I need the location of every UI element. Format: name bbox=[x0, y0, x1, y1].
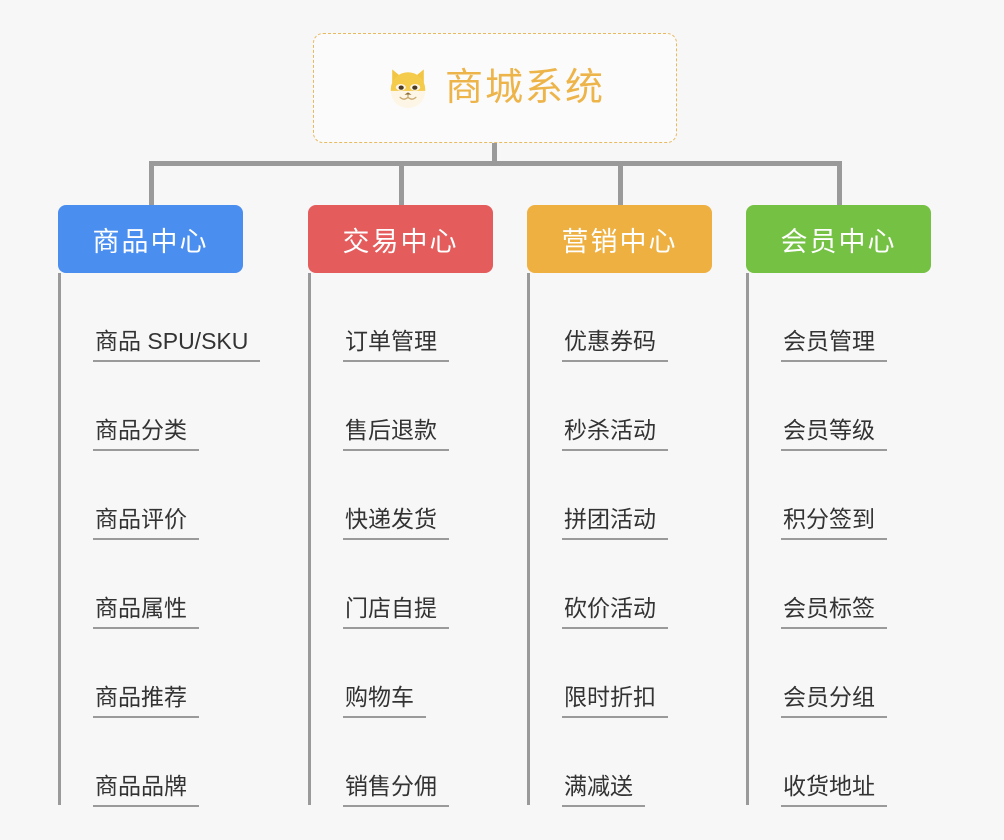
branch-header-2[interactable]: 交易中心 bbox=[308, 205, 493, 273]
branch-header-3[interactable]: 营销中心 bbox=[527, 205, 712, 273]
leaf-item-label: 积分签到 bbox=[781, 506, 887, 540]
branch-items-3: 优惠券码秒杀活动拼团活动砍价活动限时折扣满减送 bbox=[527, 273, 712, 807]
root-node[interactable]: 商城系统 bbox=[313, 33, 677, 143]
leaf-item[interactable]: 满减送 bbox=[527, 718, 712, 807]
leaf-item[interactable]: 秒杀活动 bbox=[527, 362, 712, 451]
leaf-item[interactable]: 商品评价 bbox=[58, 451, 243, 540]
connector-drop-2 bbox=[399, 161, 404, 207]
leaf-item[interactable]: 会员等级 bbox=[746, 362, 931, 451]
leaf-item-label: 商品推荐 bbox=[93, 684, 199, 718]
connector-horizontal-bus bbox=[150, 161, 840, 166]
leaf-item[interactable]: 购物车 bbox=[308, 629, 493, 718]
branch-items-1: 商品 SPU/SKU 商品分类商品评价商品属性商品推荐商品品牌 bbox=[58, 273, 261, 807]
branch-header-label: 会员中心 bbox=[780, 226, 897, 257]
leaf-item-label: 会员管理 bbox=[781, 328, 887, 362]
leaf-item-label: 门店自提 bbox=[343, 595, 449, 629]
root-title: 商城系统 bbox=[444, 67, 605, 109]
connector-root-stem bbox=[492, 143, 497, 166]
branch-header-label: 商品中心 bbox=[92, 226, 209, 257]
leaf-item[interactable]: 会员管理 bbox=[746, 273, 931, 362]
leaf-item[interactable]: 订单管理 bbox=[308, 273, 493, 362]
leaf-item[interactable]: 商品推荐 bbox=[58, 629, 243, 718]
leaf-item-label: 购物车 bbox=[343, 684, 426, 718]
branch-column-3: 营销中心优惠券码秒杀活动拼团活动砍价活动限时折扣满减送 bbox=[527, 205, 712, 807]
leaf-item-label: 商品评价 bbox=[93, 506, 199, 540]
branch-spine bbox=[746, 273, 749, 805]
leaf-item-label: 销售分佣 bbox=[343, 773, 449, 807]
leaf-item-label: 秒杀活动 bbox=[562, 417, 668, 451]
branch-header-label: 营销中心 bbox=[561, 226, 678, 257]
branch-spine bbox=[308, 273, 311, 805]
leaf-item[interactable]: 商品品牌 bbox=[58, 718, 243, 807]
branch-spine bbox=[527, 273, 530, 805]
branch-items-2: 订单管理售后退款快递发货门店自提购物车销售分佣 bbox=[308, 273, 493, 807]
branch-header-1[interactable]: 商品中心 bbox=[58, 205, 243, 273]
leaf-item-label: 收货地址 bbox=[781, 773, 887, 807]
leaf-item[interactable]: 拼团活动 bbox=[527, 451, 712, 540]
leaf-item-label: 优惠券码 bbox=[562, 328, 668, 362]
leaf-item[interactable]: 优惠券码 bbox=[527, 273, 712, 362]
leaf-item-label: 限时折扣 bbox=[562, 684, 668, 718]
leaf-item-label: 售后退款 bbox=[343, 417, 449, 451]
branch-header-4[interactable]: 会员中心 bbox=[746, 205, 931, 273]
leaf-item-label: 商品分类 bbox=[93, 417, 199, 451]
leaf-item-label: 满减送 bbox=[562, 773, 645, 807]
leaf-item[interactable]: 收货地址 bbox=[746, 718, 931, 807]
branch-spine bbox=[58, 273, 61, 805]
leaf-item[interactable]: 限时折扣 bbox=[527, 629, 712, 718]
leaf-item-label: 会员标签 bbox=[781, 595, 887, 629]
branch-header-label: 交易中心 bbox=[342, 226, 459, 257]
leaf-item-label: 会员分组 bbox=[781, 684, 887, 718]
leaf-item-label: 商品属性 bbox=[93, 595, 199, 629]
leaf-item[interactable]: 商品属性 bbox=[58, 540, 243, 629]
leaf-item-label: 快递发货 bbox=[343, 506, 449, 540]
leaf-item[interactable]: 商品 SPU/SKU bbox=[58, 273, 261, 362]
leaf-item[interactable]: 会员标签 bbox=[746, 540, 931, 629]
connector-drop-4 bbox=[837, 161, 842, 207]
leaf-item-label: 会员等级 bbox=[781, 417, 887, 451]
leaf-item[interactable]: 积分签到 bbox=[746, 451, 931, 540]
leaf-item-label: 拼团活动 bbox=[562, 506, 668, 540]
leaf-item[interactable]: 销售分佣 bbox=[308, 718, 493, 807]
branch-column-4: 会员中心会员管理会员等级积分签到会员标签会员分组收货地址 bbox=[746, 205, 931, 807]
leaf-item-label: 砍价活动 bbox=[562, 595, 668, 629]
branch-column-1: 商品中心商品 SPU/SKU 商品分类商品评价商品属性商品推荐商品品牌 bbox=[58, 205, 261, 807]
leaf-item[interactable]: 商品分类 bbox=[58, 362, 243, 451]
leaf-item-label: 商品 SPU/SKU bbox=[93, 328, 261, 362]
leaf-item-label: 订单管理 bbox=[343, 328, 449, 362]
leaf-item[interactable]: 会员分组 bbox=[746, 629, 931, 718]
leaf-item[interactable]: 砍价活动 bbox=[527, 540, 712, 629]
connector-drop-1 bbox=[149, 161, 154, 207]
connector-drop-3 bbox=[618, 161, 623, 207]
leaf-item[interactable]: 快递发货 bbox=[308, 451, 493, 540]
leaf-item-label: 商品品牌 bbox=[93, 773, 199, 807]
branch-items-4: 会员管理会员等级积分签到会员标签会员分组收货地址 bbox=[746, 273, 931, 807]
leaf-item[interactable]: 门店自提 bbox=[308, 540, 493, 629]
branch-column-2: 交易中心订单管理售后退款快递发货门店自提购物车销售分佣 bbox=[308, 205, 493, 807]
leaf-item[interactable]: 售后退款 bbox=[308, 362, 493, 451]
dog-face-icon bbox=[390, 69, 426, 109]
